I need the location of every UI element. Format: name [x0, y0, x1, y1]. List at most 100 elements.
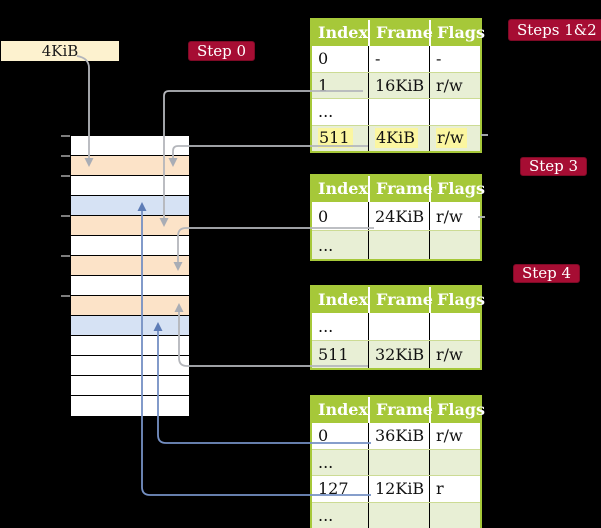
- table-cell: ...: [312, 99, 368, 125]
- table-cell: r: [429, 476, 480, 502]
- table-row: 0 24KiB r/w: [312, 202, 480, 230]
- cell-value: 0: [318, 49, 329, 69]
- table-row: 511 4KiB r/w: [312, 124, 480, 152]
- cell-value: -: [375, 49, 381, 69]
- column-header: Flags: [429, 287, 485, 313]
- column-header: Flags: [429, 176, 485, 202]
- table-cell: 4KiB: [368, 125, 429, 151]
- table-cell: r/w: [429, 125, 480, 151]
- column-header: Frame: [368, 176, 433, 202]
- badge-step-0: Step 0: [188, 41, 256, 61]
- memory-frame-free: [71, 136, 189, 156]
- table-cell: [429, 99, 480, 125]
- highlighted-cell-value: r/w: [436, 128, 467, 149]
- memory-frame-mapped: [71, 196, 189, 216]
- memory-frame-table: [71, 296, 189, 316]
- cell-value: 32KiB: [375, 345, 425, 364]
- table-cell: [368, 313, 429, 340]
- table-row: 1 16KiB r/w: [312, 71, 480, 99]
- table-cell: 32KiB: [368, 341, 429, 368]
- table-cell: 1: [312, 73, 368, 99]
- table-cell: [368, 502, 429, 528]
- memory-frame-table: [71, 156, 189, 176]
- table-cell: r/w: [429, 341, 480, 368]
- cell-value: r: [436, 479, 444, 499]
- cell-value: 1: [318, 75, 329, 95]
- table-cell: 0: [312, 202, 368, 230]
- table-row: 0 - -: [312, 46, 480, 72]
- table-cell: 16KiB: [368, 72, 429, 98]
- cell-value: 12KiB: [375, 479, 425, 499]
- table-row: ...: [312, 501, 480, 528]
- physical-memory-stack: [70, 135, 190, 417]
- table-cell: r/w: [429, 202, 480, 230]
- highlighted-cell-value: 511: [318, 128, 353, 149]
- column-header: Index: [318, 179, 369, 198]
- table-cell: 24KiB: [368, 202, 429, 230]
- memory-frame-table: [71, 216, 189, 236]
- column-header: Index: [318, 23, 369, 42]
- cell-value: ...: [318, 317, 334, 336]
- table-cell: r/w: [429, 72, 480, 98]
- cell-value: ...: [318, 505, 334, 525]
- badge-steps-1-2: Steps 1&2: [508, 19, 601, 41]
- cell-value: 511: [318, 345, 349, 364]
- table-cell: 511: [312, 341, 368, 368]
- table-cell: [429, 313, 480, 340]
- highlighted-cell-value: 4KiB: [375, 128, 419, 149]
- table-row: 0 36KiB r/w: [312, 423, 480, 449]
- cell-value: r/w: [436, 75, 463, 95]
- badge-step-4: Step 4: [513, 264, 581, 283]
- table-cell: [368, 231, 429, 259]
- cell-value: -: [436, 49, 442, 69]
- table-row: ...: [312, 448, 480, 476]
- table-row: 127 12KiB r: [312, 475, 480, 502]
- memory-frame-free: [71, 236, 189, 256]
- cell-value: 16KiB: [375, 75, 425, 95]
- cell-value: ...: [318, 452, 334, 472]
- table-cell: 0: [312, 46, 368, 72]
- cell-value: 127: [318, 479, 349, 499]
- frame-size-box: 4KiB: [1, 41, 119, 61]
- table-row: 511 32KiB r/w: [312, 340, 480, 368]
- cell-value: 0: [318, 426, 329, 446]
- memory-frame-free: [71, 396, 189, 416]
- table-cell: [429, 449, 480, 475]
- column-header: Frame: [368, 397, 433, 423]
- column-header: Index: [318, 400, 369, 419]
- badge-step-3: Step 3: [520, 157, 588, 176]
- memory-frame-free: [71, 276, 189, 296]
- table-row: ...: [312, 98, 480, 125]
- table-cell: 36KiB: [368, 423, 429, 449]
- memory-frame-mapped: [71, 316, 189, 336]
- table-cell: [429, 502, 480, 528]
- table-cell: [429, 231, 480, 259]
- table-row: ...: [312, 313, 480, 340]
- cell-value: r/w: [436, 206, 463, 226]
- memory-frame-table: [71, 256, 189, 276]
- table-cell: 511: [312, 126, 368, 152]
- column-header: Index: [318, 290, 369, 309]
- memory-address-tick: [61, 295, 70, 297]
- cell-value: 24KiB: [375, 206, 425, 226]
- cell-value: r/w: [436, 426, 463, 446]
- memory-address-tick: [61, 175, 70, 177]
- table-cell: [368, 449, 429, 475]
- table-cell: 0: [312, 423, 368, 449]
- table-cell: ...: [312, 450, 368, 476]
- memory-address-tick: [61, 255, 70, 257]
- table-cell: 12KiB: [368, 476, 429, 502]
- table-cell: 127: [312, 476, 368, 502]
- table-cell: -: [429, 46, 480, 72]
- column-header: Flags: [429, 20, 485, 46]
- cell-value: r/w: [436, 345, 463, 364]
- table-cell: r/w: [429, 423, 480, 449]
